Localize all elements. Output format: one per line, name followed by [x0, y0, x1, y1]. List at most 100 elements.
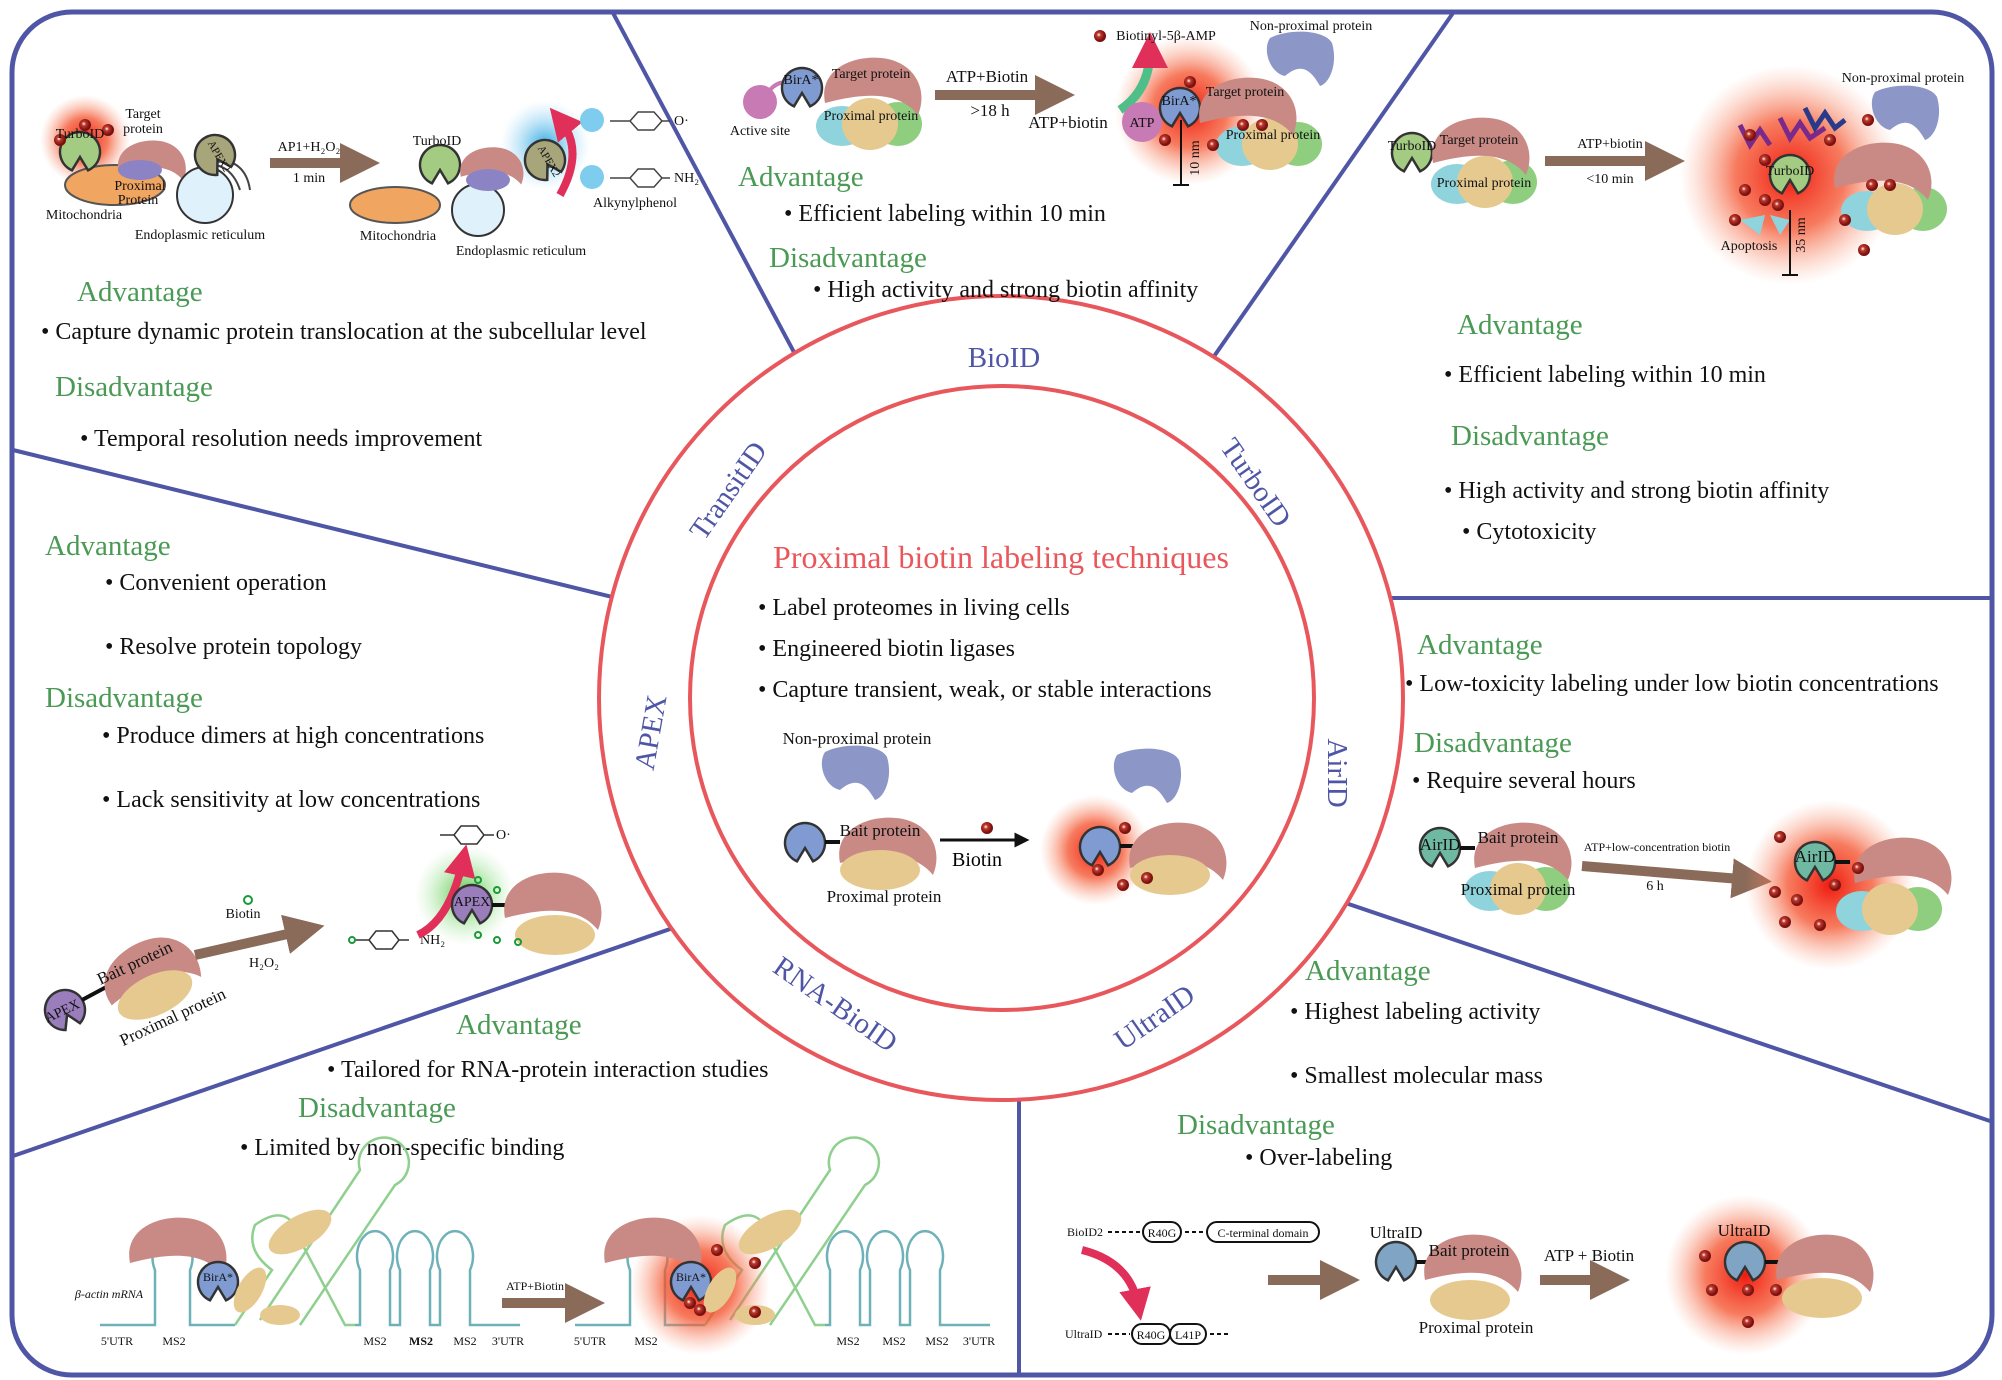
label-bira: BirA* [784, 73, 819, 88]
label-alkynylphenol: Alkynylphenol [593, 196, 677, 211]
label-bait: Bait protein [1429, 1241, 1510, 1260]
label-atp-biotin: ATP+biotin [1028, 113, 1108, 132]
label-proximal: Proximal protein [824, 109, 919, 124]
label-reagent: ATP+biotin [1577, 137, 1642, 152]
center-title: Proximal biotin labeling techniques [773, 539, 1229, 575]
label-ms2: MS2 [882, 1334, 905, 1348]
label-ms2: MS2 [634, 1334, 657, 1348]
advantage-heading: Advantage [456, 1009, 582, 1041]
section-bioid: Active site BirA* Target protein Proxima… [730, 19, 1372, 303]
label-range: 35 nm [1794, 217, 1809, 253]
label-time: 6 h [1646, 879, 1664, 894]
advantage-item: • Low-toxicity labeling under low biotin… [1405, 671, 1939, 697]
advantage-item: • Capture dynamic protein translocation … [41, 319, 647, 345]
label-ms2: MS2 [836, 1334, 859, 1348]
label-bira-2: BirA* [1162, 94, 1197, 109]
label-reagent: ATP+Biotin [946, 67, 1029, 86]
label-biotin: Biotin [225, 907, 260, 922]
label-proximal: Proximal protein [1461, 880, 1576, 899]
label-target: Target protein [1440, 133, 1518, 148]
label-bira-2: BirA* [676, 1270, 706, 1284]
section-airid: Advantage • Low-toxicity labeling under … [1405, 629, 1952, 970]
label-target: Target [125, 107, 160, 122]
label-proximal-protein: Protein [118, 193, 158, 208]
label-nh2: NH₂ [674, 171, 699, 186]
disadvantage-item: • Over-labeling [1245, 1145, 1392, 1171]
disadvantage-item: • Produce dimers at high concentrations [102, 723, 484, 749]
label-l41p: L41P [1175, 1328, 1201, 1342]
label-bait: Bait protein [840, 821, 921, 840]
label-mitochondria: Mitochondria [46, 208, 123, 223]
disadvantage-heading: Disadvantage [55, 371, 213, 403]
label-target-protein: protein [123, 122, 163, 137]
label-er: Endoplasmic reticulum [135, 228, 265, 243]
advantage-heading: Advantage [1305, 955, 1431, 987]
label-mrna: β-actin mRNA [74, 1287, 144, 1301]
label-airid-2: AirID [1795, 847, 1836, 866]
label-turboid-2: TurboID [413, 134, 462, 149]
disadvantage-item: • Temporal resolution needs improvement [80, 426, 483, 452]
label-reagent: ATP + Biotin [1544, 1246, 1635, 1265]
center-bullet: • Engineered biotin ligases [758, 636, 1015, 662]
label-non-proximal: Non-proximal protein [1842, 71, 1964, 86]
label-o-radical: O· [496, 828, 511, 843]
label-target-2: Target protein [1206, 85, 1284, 100]
section-transitid: APEX2 TurboID Target protein Proximal Pr… [40, 95, 699, 452]
advantage-item: • Efficient labeling within 10 min [1444, 362, 1766, 388]
label-turboid-2: TurboID [1766, 164, 1815, 179]
label-biotinyl-amp: Biotinyl-5β-AMP [1116, 29, 1216, 44]
disadvantage-heading: Disadvantage [1451, 420, 1609, 452]
label-ms2: MS2 [453, 1334, 476, 1348]
advantage-heading: Advantage [1457, 309, 1583, 341]
center-bullet: • Capture transient, weak, or stable int… [758, 677, 1212, 703]
label-airid: AirID [1420, 835, 1461, 854]
center-bullet: • Label proteomes in living cells [758, 595, 1070, 621]
label-active-site: Active site [730, 124, 790, 139]
label-5utr-2: 5'UTR [574, 1334, 606, 1348]
center-illustration: Non-proximal protein Bait protein Proxim… [783, 729, 1227, 906]
disadvantage-item: • Cytotoxicity [1462, 519, 1596, 545]
label-nh2: NH₂ [420, 933, 445, 948]
section-rna-bioid: Advantage • Tailored for RNA-protein int… [74, 1009, 995, 1355]
label-time: 1 min [293, 171, 325, 186]
advantage-item: • Smallest molecular mass [1290, 1063, 1543, 1089]
disadvantage-heading: Disadvantage [45, 682, 203, 714]
disadvantage-heading: Disadvantage [1177, 1109, 1335, 1141]
label-ms2: MS2 [162, 1334, 185, 1348]
label-proximal: Proximal [114, 179, 165, 194]
section-turboid: TurboID Target protein Proximal protein … [1388, 65, 1964, 545]
label-ultraid-variant: UltraID [1065, 1327, 1103, 1341]
label-non-proximal: Non-proximal protein [783, 729, 932, 748]
advantage-item: • Efficient labeling within 10 min [784, 201, 1106, 227]
label-ms2: MS2 [363, 1334, 386, 1348]
advantage-item: • Convenient operation [105, 570, 327, 596]
label-proximal-2: Proximal protein [1226, 128, 1321, 143]
outer-frame [9, 9, 1995, 1378]
label-o-radical: O· [674, 114, 689, 129]
label-5utr: 5'UTR [101, 1334, 133, 1348]
advantage-item: • Resolve protein topology [105, 634, 362, 660]
label-apoptosis: Apoptosis [1721, 239, 1778, 254]
label-turboid: TurboID [1388, 139, 1437, 154]
label-bira: BirA* [203, 1270, 233, 1284]
label-bioid2: BioID2 [1067, 1225, 1103, 1239]
label-turboid: TurboID [56, 127, 105, 142]
disadvantage-item: • High activity and strong biotin affini… [1444, 478, 1829, 504]
section-ultraid: Advantage • Highest labeling activity • … [1065, 955, 1874, 1355]
label-proximal: Proximal protein [1437, 176, 1532, 191]
ring-label-airid: AirID [1321, 738, 1353, 807]
advantage-heading: Advantage [45, 530, 171, 562]
advantage-item: • Highest labeling activity [1290, 999, 1540, 1025]
label-reagent: ATP+low-concentration biotin [1584, 840, 1730, 854]
label-non-proximal: Non-proximal protein [1250, 19, 1372, 34]
advantage-heading: Advantage [1417, 629, 1543, 661]
disadvantage-item: • Require several hours [1412, 768, 1636, 794]
label-reagent: ATP+Biotin [506, 1279, 564, 1293]
label-cterm: C-terminal domain [1218, 1226, 1309, 1240]
label-proximal: Proximal protein [827, 887, 942, 906]
ring-label-bioid: BioID [968, 342, 1041, 374]
label-proximal: Proximal protein [1419, 1318, 1534, 1337]
label-h2o2: H₂O₂ [249, 956, 279, 971]
label-ultraid: UltraID [1370, 1223, 1423, 1242]
